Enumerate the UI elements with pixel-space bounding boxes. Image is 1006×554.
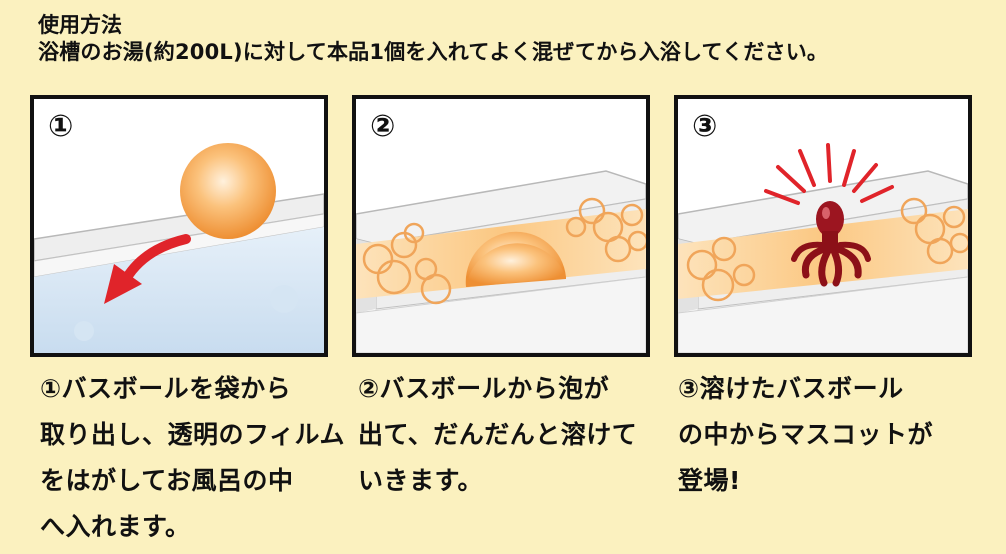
usage-instruction: 浴槽のお湯(約200L)に対して本品1個を入れてよく混ぜてから入浴してください。 [38, 40, 829, 64]
bath-ball-icon [180, 143, 276, 239]
step-3-caption-line: 登場! [678, 466, 741, 495]
step-1-caption-line: をはがしてお風呂の中 [40, 466, 294, 495]
burst-icon [764, 143, 894, 205]
step-2-bathtub-image [356, 170, 646, 353]
step-3-bathtub-image [678, 143, 968, 353]
step-1-caption-line: 取り出し、透明のフィルム [40, 420, 346, 449]
arrow-icon [104, 264, 142, 304]
step-1-illustration: ① [30, 95, 328, 357]
step-2-caption-line: ②バスボールから泡が [358, 374, 610, 403]
step-3-caption: ③溶けたバスボール の中からマスコットが 登場! [678, 366, 933, 504]
step-2-caption: ②バスボールから泡が 出て、だんだんと溶けて いきます。 [358, 366, 637, 504]
step-3-illustration: ③ [674, 95, 972, 357]
instructions-header: 使用方法 浴槽のお湯(約200L)に対して本品1個を入れてよく混ぜてから入浴して… [38, 12, 828, 66]
step-1-caption-line: ①バスボールを袋から [40, 374, 292, 403]
step-2-caption-line: いきます。 [358, 466, 484, 495]
step-3-caption-line: の中からマスコットが [678, 420, 934, 449]
usage-title: 使用方法 [38, 13, 122, 37]
step-1-number: ① [48, 109, 74, 144]
step-2-caption-line: 出て、だんだんと溶けて [358, 420, 638, 449]
step-3-caption-line: ③溶けたバスボール [678, 374, 904, 403]
step-2-number: ② [370, 109, 396, 144]
step-1-caption-line: へ入れます。 [40, 512, 191, 541]
bubbles-icon [362, 197, 646, 305]
step-1-bathtub-image [34, 143, 324, 353]
step-2-illustration: ② [352, 95, 650, 357]
octopus-mascot-icon [791, 201, 871, 287]
step-3-number: ③ [692, 109, 718, 144]
step-1-caption: ①バスボールを袋から 取り出し、透明のフィルム をはがしてお風呂の中 へ入れます… [40, 366, 345, 550]
